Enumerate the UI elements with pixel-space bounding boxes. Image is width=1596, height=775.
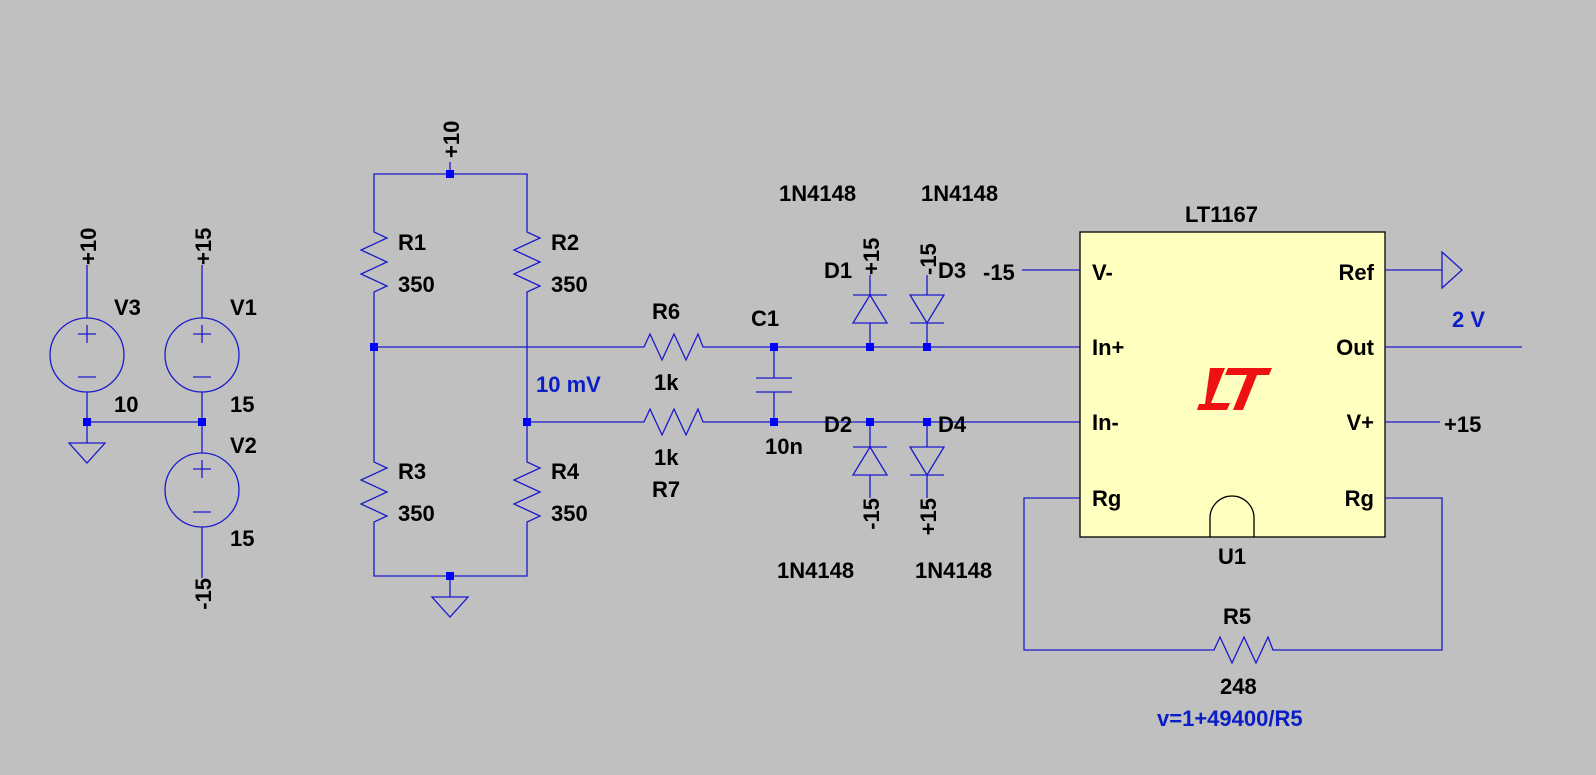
signal-wiring: [374, 346, 1080, 423]
r6-name: R6: [652, 299, 680, 324]
resistor-r6[interactable]: [635, 332, 709, 362]
ground-symbol: [430, 596, 470, 618]
r7-name: R7: [652, 477, 680, 502]
resistor-r7[interactable]: [635, 407, 709, 437]
gain-wiring: [1023, 497, 1443, 651]
bridge-wiring: [373, 162, 528, 597]
v3-net-label: +10: [76, 228, 101, 265]
r4-name: R4: [551, 459, 580, 484]
pin-rg-right: Rg: [1345, 486, 1374, 511]
diode-d2[interactable]: [851, 422, 889, 498]
d3-net-label: -15: [916, 243, 941, 275]
d3-name: D3: [938, 258, 966, 283]
diode-d1[interactable]: [851, 275, 889, 347]
d2-net-label: -15: [859, 498, 884, 530]
r5-name: R5: [1223, 604, 1251, 629]
d2-name: D2: [824, 412, 852, 437]
pin-inminus: In-: [1092, 410, 1119, 435]
resistor-r1[interactable]: [359, 222, 389, 298]
junction-dot: [770, 418, 778, 426]
d4-net-label: +15: [916, 498, 941, 535]
lt-logo: [1197, 368, 1272, 410]
resistor-r5[interactable]: [1205, 635, 1279, 665]
r5-value: 248: [1220, 674, 1257, 699]
d4-name: D4: [938, 412, 967, 437]
pin-rg-left: Rg: [1092, 486, 1121, 511]
resistor-r4[interactable]: [512, 452, 542, 528]
ground-symbol: [67, 442, 107, 464]
bridge-supply-label: +10: [439, 121, 464, 158]
source-v3[interactable]: [49, 265, 125, 422]
amp-notch: [1209, 495, 1255, 537]
junction-dot: [866, 418, 874, 426]
gain-formula: v=1+49400/R5: [1157, 706, 1303, 731]
r7-value: 1k: [654, 445, 679, 470]
d1-model: 1N4148: [779, 181, 856, 206]
resistor-r3[interactable]: [359, 452, 389, 528]
r4-value: 350: [551, 501, 588, 526]
pin-ref: Ref: [1339, 260, 1375, 285]
amp-ref: U1: [1218, 544, 1246, 569]
v3-value: 10: [114, 392, 138, 417]
pin-vplus: V+: [1346, 410, 1374, 435]
r2-value: 350: [551, 272, 588, 297]
v1-net-label: +15: [191, 228, 216, 265]
junction-dot: [446, 572, 454, 580]
v2-net-label: -15: [191, 578, 216, 610]
c1-value: 10n: [765, 434, 803, 459]
resistor-r2[interactable]: [512, 222, 542, 298]
output-voltage-label: 2 V: [1452, 307, 1485, 332]
junction-dot: [770, 343, 778, 351]
r3-value: 350: [398, 501, 435, 526]
junction-dot: [923, 343, 931, 351]
junction-dot: [198, 418, 206, 426]
v2-name: V2: [230, 433, 257, 458]
ground-symbol: [1441, 250, 1463, 290]
pin-inplus: In+: [1092, 335, 1124, 360]
diode-d4[interactable]: [908, 422, 946, 498]
d1-name: D1: [824, 258, 852, 283]
v3-name: V3: [114, 295, 141, 320]
pin-out: Out: [1336, 335, 1375, 360]
d3-model: 1N4148: [921, 181, 998, 206]
source-v2[interactable]: [164, 452, 240, 578]
v1-name: V1: [230, 295, 257, 320]
r1-name: R1: [398, 230, 426, 255]
amp-u1-body[interactable]: [1079, 231, 1386, 538]
r2-name: R2: [551, 230, 579, 255]
v1-value: 15: [230, 392, 254, 417]
bridge-node-label: 10 mV: [536, 372, 601, 397]
d2-model: 1N4148: [777, 558, 854, 583]
c1-name: C1: [751, 306, 779, 331]
junction-dot: [83, 418, 91, 426]
junction-dot: [866, 343, 874, 351]
amp-part-name: LT1167: [1185, 202, 1258, 227]
junction-dot: [446, 170, 454, 178]
r1-value: 350: [398, 272, 435, 297]
d4-model: 1N4148: [915, 558, 992, 583]
r6-value: 1k: [654, 370, 679, 395]
junction-dot: [923, 418, 931, 426]
r3-name: R3: [398, 459, 426, 484]
capacitor-c1[interactable]: [756, 377, 792, 393]
d1-net-label: +15: [859, 238, 884, 275]
vminus-net-label: -15: [983, 260, 1015, 285]
pin-vminus: V-: [1092, 260, 1113, 285]
diode-d3[interactable]: [908, 275, 946, 347]
vplus-net-label: +15: [1444, 412, 1481, 437]
v2-value: 15: [230, 526, 254, 551]
